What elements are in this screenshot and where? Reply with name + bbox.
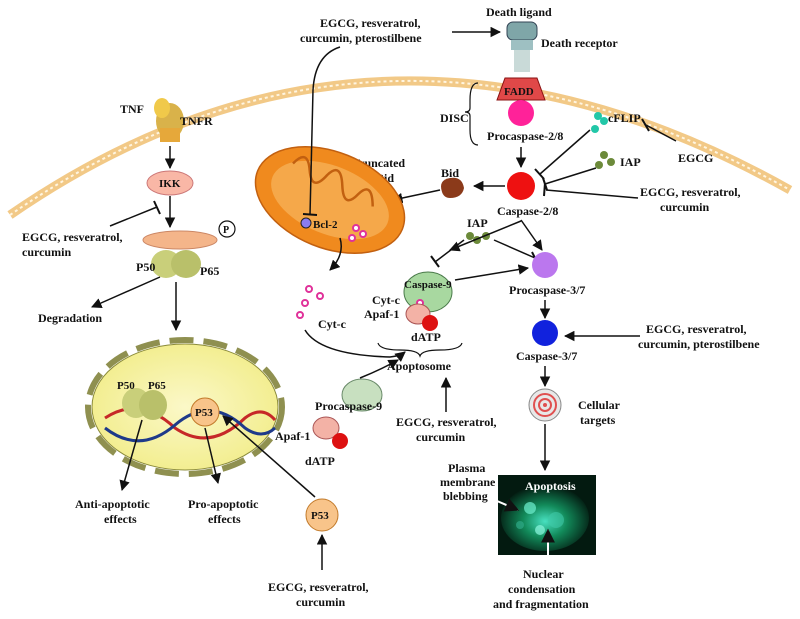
caspase-37-node — [532, 320, 558, 346]
cytc-free-dots — [296, 285, 324, 319]
plasma-line2: membrane — [440, 475, 496, 489]
caspase-28-node — [507, 172, 535, 200]
p53-nuc-label: P53 — [195, 407, 213, 419]
procaspase-9-node — [341, 378, 383, 412]
egcg-top-line1: EGCG, resveratrol, — [320, 16, 421, 30]
cytc-complex-label: Cyt-c — [372, 293, 401, 307]
fadd-label: FADD — [504, 86, 534, 98]
bcl2-label: Bcl-2 — [313, 219, 338, 231]
p53-free-label: P53 — [311, 510, 329, 522]
p50-nuc-label: P50 — [117, 380, 135, 392]
pro-apoptotic-line2: effects — [208, 512, 241, 526]
tnf-label: TNF — [120, 102, 144, 116]
tnfr-label: TNFR — [180, 114, 213, 128]
bid-label: Bid — [441, 166, 459, 180]
egcg-left-line2: curcumin — [22, 245, 71, 259]
phospho-label: P — [223, 225, 229, 236]
nuclear-line1: Nuclear — [523, 567, 564, 581]
caspase-28-label: Caspase-2/8 — [497, 204, 558, 218]
fadd-node — [496, 77, 546, 101]
ikk-label: IKK — [159, 178, 181, 190]
egcg-right-line2: curcumin, pterostilbene — [638, 337, 760, 351]
procaspase-9-label: Procaspase-9 — [315, 399, 382, 413]
iap-right-label: IAP — [620, 155, 641, 169]
egcg-mid-line2: curcumin — [660, 200, 709, 214]
egcg-cflip-label: EGCG — [678, 151, 713, 165]
cytc-in-mito — [348, 224, 367, 242]
datp-label: dATP — [305, 454, 335, 468]
procaspase-37-node — [532, 252, 558, 278]
apaf1-label: Apaf-1 — [275, 429, 310, 443]
procaspase-28-label: Procaspase-2/8 — [487, 129, 563, 143]
pro-apoptotic-line1: Pro-apoptotic — [188, 497, 259, 511]
cytc-free-label: Cyt-c — [318, 317, 347, 331]
bid-node — [441, 177, 464, 198]
p53-cytoplasm — [305, 498, 339, 532]
egcg-top-line2: curcumin, pterostilbene — [300, 31, 422, 45]
procaspase-37-label: Procaspase-3/7 — [509, 283, 585, 297]
cellular-targets-line1: Cellular — [578, 398, 621, 412]
apoptosome-label: Apoptosome — [387, 359, 452, 373]
nuclear-line2: condensation — [508, 582, 576, 596]
death-ligand-label: Death ligand — [486, 5, 552, 19]
p65-cyto-label: P65 — [200, 264, 219, 278]
apaf1-node — [312, 416, 340, 440]
nfkb-nucleus — [122, 388, 167, 420]
cellular-targets-icon — [528, 388, 562, 422]
apoptosis-label: Apoptosis — [525, 479, 576, 493]
bcl2-node — [300, 217, 312, 229]
apoptosome-datp — [422, 315, 438, 331]
nuclear-line3: and fragmentation — [493, 597, 589, 611]
anti-apoptotic-line2: effects — [104, 512, 137, 526]
ikb-node — [142, 230, 218, 250]
caspase-9-label: Caspase-9 — [404, 279, 452, 291]
datp-complex-label: dATP — [411, 330, 441, 344]
p53-nucleus — [190, 397, 220, 427]
caspase-37-label: Caspase-3/7 — [516, 349, 577, 363]
p50-cyto-label: P50 — [136, 260, 155, 274]
datp-node — [332, 433, 348, 449]
p65-nuc-label: P65 — [148, 380, 166, 392]
nucleus — [91, 343, 279, 471]
nfkb-cytoplasm — [151, 250, 201, 278]
egcg-bottom-line2: curcumin — [296, 595, 345, 609]
degradation-label: Degradation — [38, 311, 102, 325]
ikk-node — [146, 170, 194, 196]
death-receptor-label: Death receptor — [541, 36, 618, 50]
cflip-label: cFLIP — [608, 111, 641, 125]
death-receptor — [506, 21, 538, 72]
plasma-line3: blebbing — [443, 489, 488, 503]
anti-apoptotic-line1: Anti-apoptotic — [75, 497, 150, 511]
phospho-circle — [218, 220, 236, 238]
egcg-right-line1: EGCG, resveratrol, — [646, 322, 747, 336]
iap-right-dots — [595, 151, 615, 169]
tnf-receptor — [154, 98, 184, 142]
procaspase-28-node — [508, 100, 534, 126]
egcg-apop-line2: curcumin — [416, 430, 465, 444]
apaf1-complex-label: Apaf-1 — [364, 307, 399, 321]
egcg-left-line1: EGCG, resveratrol, — [22, 230, 123, 244]
egcg-bottom-line1: EGCG, resveratrol, — [268, 580, 369, 594]
cflip-dots — [591, 112, 608, 133]
iap-mid-label: IAP — [467, 216, 488, 230]
cellular-targets-line2: targets — [580, 413, 616, 427]
disc-label: DISC — [440, 111, 469, 125]
egcg-apop-line1: EGCG, resveratrol, — [396, 415, 497, 429]
plasma-line1: Plasma — [448, 461, 485, 475]
apoptosis-image — [498, 475, 596, 555]
egcg-mid-line1: EGCG, resveratrol, — [640, 185, 741, 199]
